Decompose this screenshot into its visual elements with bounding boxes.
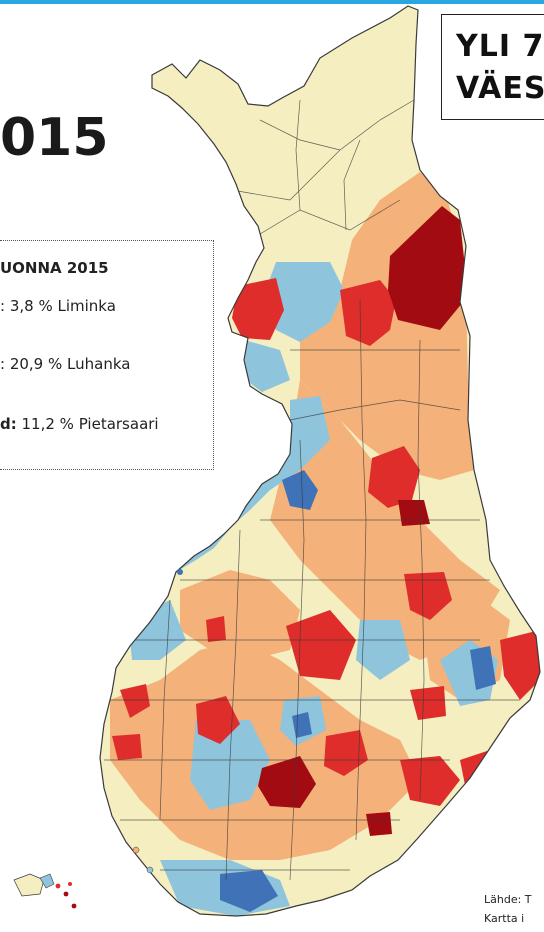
row-label: d:	[0, 415, 17, 433]
infobox-row-lowest: : 3,8 % Liminka	[0, 297, 116, 315]
top-accent-bar	[0, 0, 544, 4]
headline-box: YLI 7 VÄES	[441, 14, 544, 120]
row-value: 20,9 % Luhanka	[5, 355, 131, 373]
headline-line-2: VÄES	[456, 71, 544, 106]
statistics-infobox: UONNA 2015 : 3,8 % Liminka : 20,9 % Luha…	[0, 240, 214, 470]
row-value: 3,8 % Liminka	[5, 297, 116, 315]
infobox-row-median: d: 11,2 % Pietarsaari	[0, 415, 159, 433]
source-line-1: Lähde: T	[484, 893, 532, 906]
row-label: :	[0, 355, 6, 373]
source-line-2: Kartta i	[484, 912, 525, 925]
aland-islands	[13, 873, 77, 909]
infobox-row-highest: : 20,9 % Luhanka	[0, 355, 130, 373]
title-year: 015	[0, 108, 109, 168]
row-label: :	[0, 297, 6, 315]
row-value: 11,2 % Pietarsaari	[16, 415, 159, 433]
country-outline	[99, 5, 541, 917]
headline-line-1: YLI 7	[456, 29, 544, 64]
southern-islands	[132, 569, 183, 874]
infobox-header: UONNA 2015	[0, 259, 109, 277]
